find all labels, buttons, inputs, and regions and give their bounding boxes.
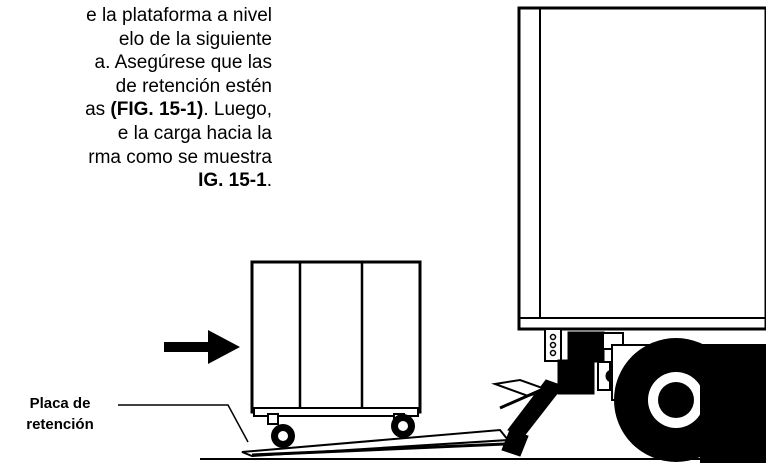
instruction-line-7: rma como se muestra bbox=[88, 146, 272, 168]
instruction-line-8-end: . bbox=[266, 170, 272, 192]
liftgate-mechanism bbox=[491, 328, 624, 457]
instruction-line-3: a. Asegúrese que las bbox=[94, 52, 272, 74]
instruction-line-5-text: as bbox=[85, 99, 111, 121]
figure-reference-2: IG. 15-1 bbox=[198, 170, 267, 192]
retention-plate-callout: Placa de retención bbox=[10, 393, 110, 435]
truck-wheel bbox=[611, 338, 766, 463]
callout-leader-line bbox=[118, 404, 249, 443]
instruction-line-2: elo de la siguiente bbox=[118, 28, 272, 50]
cargo-crate bbox=[250, 260, 422, 425]
instruction-paragraph: e la plataforma a nivel elo de la siguie… bbox=[0, 4, 272, 193]
callout-line-1: Placa de bbox=[29, 395, 91, 412]
instruction-line-6: e la carga hacia la bbox=[117, 122, 272, 144]
callout-line-2: retención bbox=[26, 416, 94, 433]
instruction-line-8: IG. 15-1. bbox=[0, 169, 272, 193]
instruction-line-5: as (FIG. 15-1). Luego, bbox=[0, 98, 272, 122]
instruction-line-5-end: . Luego, bbox=[203, 99, 272, 121]
crate-caster-right bbox=[391, 414, 415, 438]
push-direction-arrow bbox=[164, 330, 240, 364]
instruction-line-4: de retención estén bbox=[115, 75, 272, 97]
crate-caster-left bbox=[271, 424, 295, 448]
liftgate-platform bbox=[241, 428, 510, 458]
truck-body bbox=[517, 6, 766, 331]
instruction-line-1: e la plataforma a nivel bbox=[86, 5, 272, 26]
figure-reference: (FIG. 15-1) bbox=[110, 99, 204, 121]
